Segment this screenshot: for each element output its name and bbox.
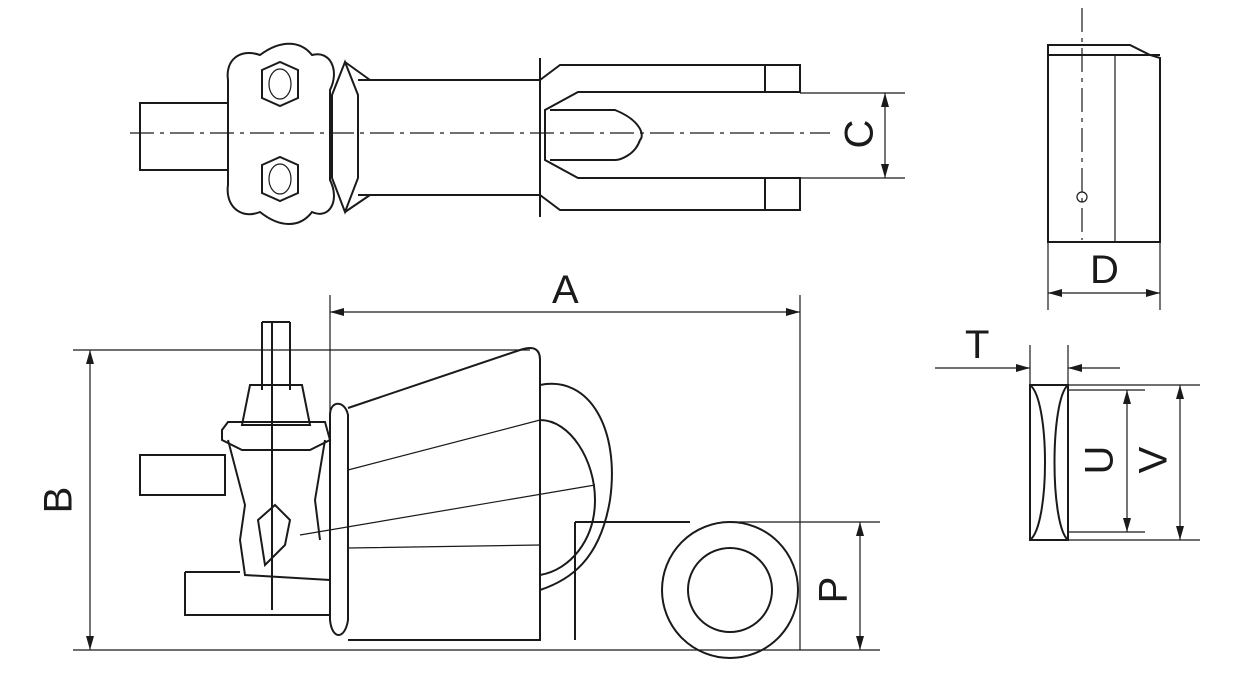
nut-shape <box>226 42 335 225</box>
dimension-label-c: C <box>837 119 882 149</box>
front-view <box>73 295 880 659</box>
dimension-label-d: D <box>1090 248 1119 292</box>
side-view <box>1047 8 1161 310</box>
dimension-label-t: T <box>965 323 990 367</box>
dimension-label-b: B <box>36 486 81 514</box>
top-view <box>130 42 905 225</box>
section-view <box>935 345 1200 541</box>
dimension-label-u: U <box>1077 445 1122 475</box>
dimension-label-p: P <box>811 576 856 604</box>
dimension-label-a: A <box>552 268 579 312</box>
dimension-label-v: V <box>1131 446 1176 474</box>
